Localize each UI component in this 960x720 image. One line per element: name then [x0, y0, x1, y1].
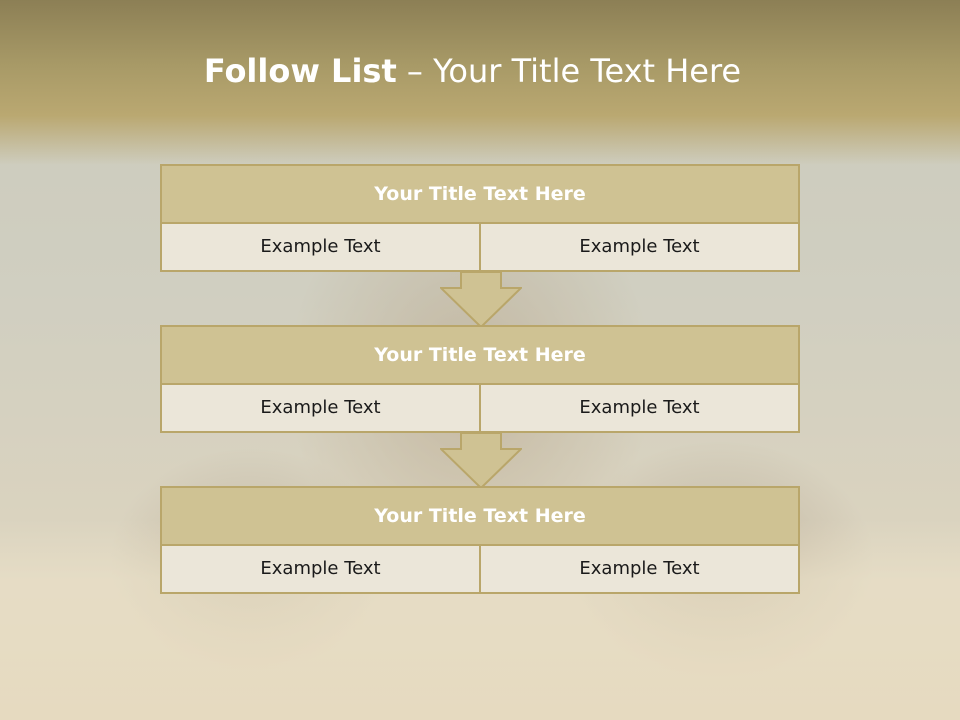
block-cell-left: Example Text [260, 397, 381, 418]
block-row: Example Text Example Text [162, 385, 798, 431]
block-cell-right: Example Text [479, 385, 798, 431]
slide-title-bold: Follow List [203, 52, 397, 90]
header-band [0, 0, 960, 165]
block-title: Your Title Text Here [162, 327, 798, 385]
list-block-2: Your Title Text Here Example Text Exampl… [160, 325, 800, 433]
block-cell-left: Example Text [260, 558, 381, 579]
block-title: Your Title Text Here [162, 488, 798, 546]
slide-title: Follow List – Your Title Text Here [0, 52, 945, 90]
block-cell-left: Example Text [260, 236, 381, 257]
down-arrow-icon [440, 432, 522, 490]
list-block-3: Your Title Text Here Example Text Exampl… [160, 486, 800, 594]
block-cell-right: Example Text [479, 546, 798, 592]
slide-title-rest: – Your Title Text Here [396, 52, 742, 90]
block-cell-right: Example Text [479, 224, 798, 270]
block-title: Your Title Text Here [162, 166, 798, 224]
block-row: Example Text Example Text [162, 546, 798, 592]
list-block-1: Your Title Text Here Example Text Exampl… [160, 164, 800, 272]
block-row: Example Text Example Text [162, 224, 798, 270]
down-arrow-icon [440, 271, 522, 329]
